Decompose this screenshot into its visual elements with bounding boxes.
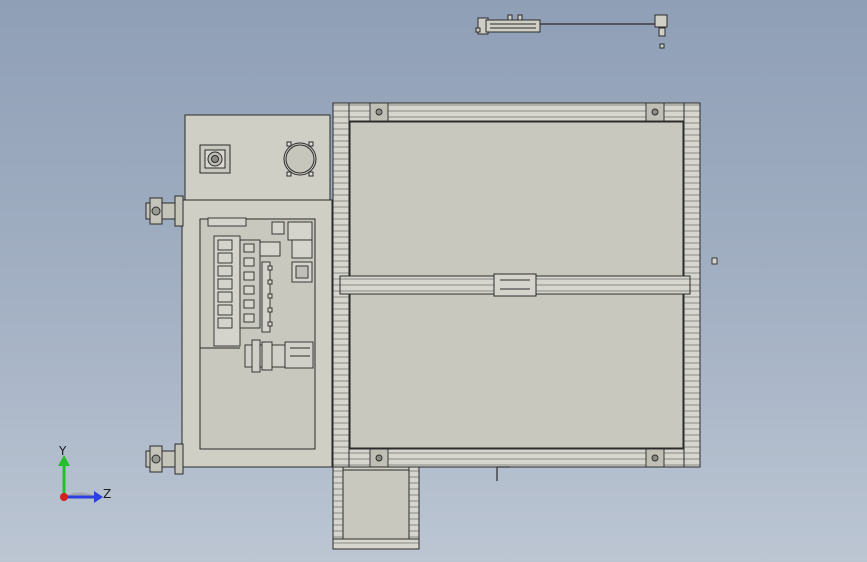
main-frame (332, 102, 701, 468)
bottom-extension (332, 466, 420, 550)
coordinate-triad: Y Z (58, 444, 111, 503)
mounting-foot-top (145, 195, 184, 227)
y-axis-head (58, 455, 70, 466)
filter-regulator (244, 339, 314, 373)
terminal-blocks (271, 221, 313, 283)
valve-manifold (200, 217, 281, 349)
corner-brackets (369, 102, 665, 468)
mounting-foot-bottom (145, 443, 184, 475)
side-marker (711, 257, 718, 265)
bottom-bracket (496, 466, 510, 481)
x-axis-dot (60, 493, 68, 501)
top-cylinder-assembly (475, 14, 668, 49)
z-axis-head (94, 491, 103, 503)
y-axis-label: Y (58, 444, 67, 458)
z-axis-label: Z (103, 487, 111, 501)
